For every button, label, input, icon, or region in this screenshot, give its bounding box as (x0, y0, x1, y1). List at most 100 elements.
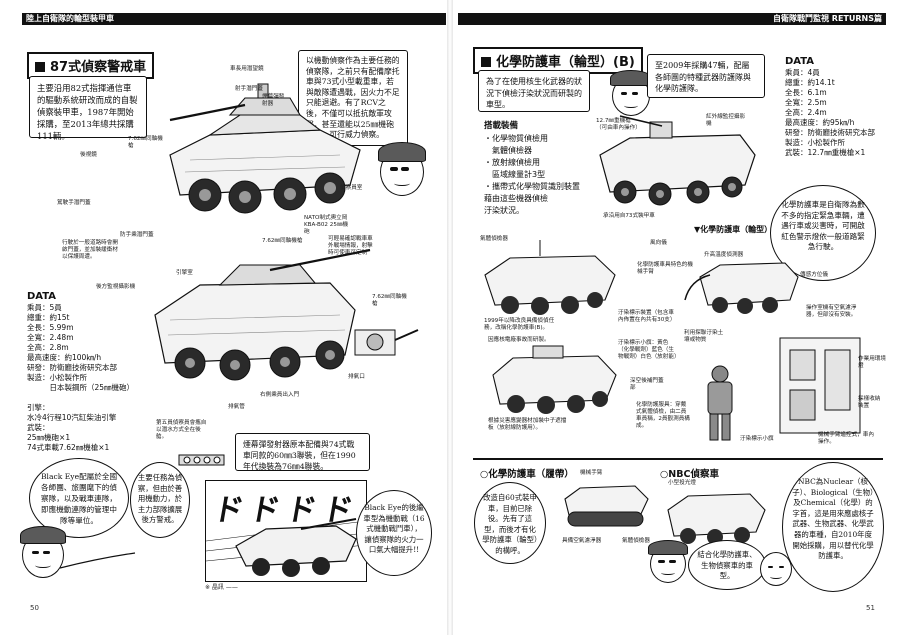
soldier-arm-drawing (59, 552, 136, 569)
right-nbc-bubble: NBC為Nuclear（核子）、Biological（生物）及Chemical（… (782, 462, 884, 592)
data-row: 最高速度：約95㎞/h (785, 118, 855, 127)
chem-vehicle-side-drawing (484, 240, 616, 315)
subsection-nbc: ○NBC偵察車 (660, 469, 719, 480)
label-ammo: 可輕易確認戰車車外戰場情報，射擊時可使車可定制 (328, 236, 373, 256)
label-nato: NATO制式奧立岡KBA-B02 25㎜機砲 (304, 215, 349, 235)
label-suit: 化學防護服具：穿戴式氣體偵檢，由二員車員稱，2員觀測員構成。 (636, 402, 690, 429)
label-ir2: 升高溫度偵測器 (704, 252, 744, 258)
data-row: 全寬：2.48m (27, 333, 74, 342)
nbc-protect-vehicle-drawing (492, 345, 617, 414)
comic-sfx: ド ド ド ド (210, 493, 354, 528)
data-row: 總重：約14.1t (785, 78, 835, 87)
data-row: 區域線量計3型 (484, 170, 546, 179)
data-row: 水冷4行程10汽缸柴油引擎 (27, 413, 117, 422)
equipment-block: 搭載裝備 ・化學物質偵檢用 氣體偵檢器・放射線偵檢用 區域線量計3型・攜帶式化學… (484, 120, 580, 217)
label-rear-hatch: 傳感方位儀 (800, 272, 828, 278)
book-gutter (447, 0, 453, 635)
data-row: 74式車載7.62㎜機槍×1 (27, 443, 110, 452)
data-row: 武裝： (27, 423, 50, 432)
left-credit: ※ 晶訊 —— (205, 584, 238, 591)
right-title-square-icon (481, 57, 491, 67)
label-flags: 汙染標示小旗：黃色（化學戰劑）藍色（生物戰劑）白色（放射能） (618, 340, 680, 360)
data-row: 全寬：2.5m (785, 98, 827, 107)
label-purifier: 操作室機有空氣濾淨器，但部沒有安裝。 (806, 305, 857, 318)
rcv-lower-drawing (154, 248, 371, 381)
label-gunner-hatch: 防手乘潛門蓋 (120, 232, 154, 238)
label-sampler: 氣體偵檢器 (480, 236, 508, 242)
label-tank-door: 深空後補門蓋部 (630, 378, 664, 391)
label-smoke: 煙幕彈發射器 (262, 94, 285, 107)
left-data-title: DATA (27, 291, 57, 302)
left-smoke-bubble: 煙幕彈發射器原本配備與74式戰車同款的60㎜3聯裝，但在1990年代換裝為76㎜… (235, 433, 370, 471)
comic-vehicle-drawing (206, 518, 366, 577)
label-mod: 1999年以降改良具備偵偵任務，改稱化學防護車(B)。 (484, 318, 555, 331)
data-row (27, 393, 134, 403)
data-row: 最高速度：約100㎞/h (27, 353, 102, 362)
left-intro-bubble: 主要沿用82式指揮通信車的驅動系統研改而成的自製偵察裝甲車，1987年開始採購，… (29, 76, 147, 141)
left-title: 87式偵察警戒車 (27, 52, 155, 79)
right-data-title: DATA (785, 56, 815, 67)
label-ir: 紅外線監控攝影機 (706, 114, 746, 127)
label-panel: 作業用環境燈 (858, 356, 886, 369)
label-cabin: 偵察員室 (340, 185, 363, 191)
helmet-bottom-left-icon (20, 526, 66, 544)
right-chem-bubble: 化學防護車是自衛隊為數不多的指定緊急車輛，遭遇行車或災害時，可開啟紅色警示燈依一… (770, 185, 876, 281)
label-mg3: 7.62㎜同軸機槍 (372, 294, 407, 307)
right-tracked-bubble: 改造自60式裝甲車，目前已除役。先有了這型，而後才有化學防護車（輪型）的構呼。 (474, 482, 546, 564)
label-air: 採樣收納裝置 (858, 396, 881, 409)
data-row: 研發：防衛廳技術研究本部 (785, 128, 875, 137)
left-black-eye-bubble: Black Eye配屬於全國各師團、旅團麾下的偵察隊，以及戰車連隊，即應機動連隊… (29, 458, 129, 538)
right-divider (473, 458, 883, 460)
label-probe: 化學防護車具特色的機械手臂 (637, 262, 693, 275)
data-row: 25㎜機砲×1 (27, 433, 71, 442)
label-armored: 利用探聯汙染土壤或物質 (684, 330, 724, 343)
label-periscope: 第五員偵察員會攜自以潛水方式全在後艙。 (156, 420, 207, 440)
subsection-tracked: ○化學防護車（履帶） (480, 469, 574, 480)
label-protection: 因應核電廠事故而研製。 (488, 337, 550, 343)
tracked-vehicle-drawing (564, 485, 649, 527)
chem-vehicle-drawing (599, 115, 756, 206)
sub-vehicle-label: ▼化學防護車（輪型） (694, 225, 773, 234)
data-row: 藉由這些機器偵檢 (484, 194, 548, 203)
data-row: 乘員：5員 (27, 303, 62, 312)
label-hand: 機械手臂遙控式，車內操作。 (818, 432, 874, 445)
data-row: 全高：2.8m (27, 343, 69, 352)
label-engine: 引擎室 (176, 270, 193, 276)
data-row: 總重：約15t (27, 313, 70, 322)
data-row: 全長：6.1m (785, 88, 827, 97)
data-row: ・化學物質偵檢用 (484, 134, 548, 143)
label-commander-sight: 車長用潛望鏡 (230, 66, 264, 72)
title-square-icon (35, 62, 45, 72)
label-door-note: 行駛於一般道路時會開啟門蓋，並加裝緩衝材以保護周遭。 (62, 240, 118, 260)
comic-panel: ド ド ド ド (205, 480, 367, 582)
label-commander-hatch: 射手潛門蓋 (235, 86, 263, 92)
soldier-far-right-icon (760, 552, 792, 586)
data-row: ・放射線偵檢用 (484, 158, 540, 167)
label-exhaust: 排氣口 (348, 374, 365, 380)
data-row: 乘員：4員 (785, 68, 820, 77)
label-mg1: 7.62㎜同軸機槍 (128, 136, 163, 149)
rcv-upper-drawing (169, 83, 361, 214)
data-row: 全長：5.99m (27, 323, 74, 332)
label-exhaust-pipe: 排氣管 (228, 404, 245, 410)
smoke-launcher-drawing (178, 454, 225, 466)
label-filter: 汙染標示小旗 (740, 436, 774, 442)
helmet-right-icon (610, 70, 652, 86)
label-tube: 汙染標示裝置（包含車內佈置在內共有30支） (618, 310, 676, 323)
data-row: 氣體偵檢器 (484, 146, 532, 155)
data-row: ・攜帶式化學物質識別裝置 (484, 182, 580, 191)
left-page-number: 50 (30, 604, 39, 612)
data-row: 汙染狀況。 (484, 206, 524, 215)
chem-vehicle-arm-drawing (684, 262, 799, 314)
data-row: 製造：小松製作所 (27, 373, 87, 382)
label-right-door: 右側乘員出入門 (260, 392, 300, 398)
label-cannon: 具備空氣濾淨器 (562, 538, 602, 544)
label-driver-hatch: 駕駛手潛門蓋 (57, 200, 91, 206)
nbc-vehicle-drawing (667, 493, 766, 545)
right-nbc-mid-bubble: 結合化學防護車、生物偵察車的車型。 (688, 540, 766, 590)
label-rear-camera: 後方監視攝影機 (96, 284, 136, 290)
